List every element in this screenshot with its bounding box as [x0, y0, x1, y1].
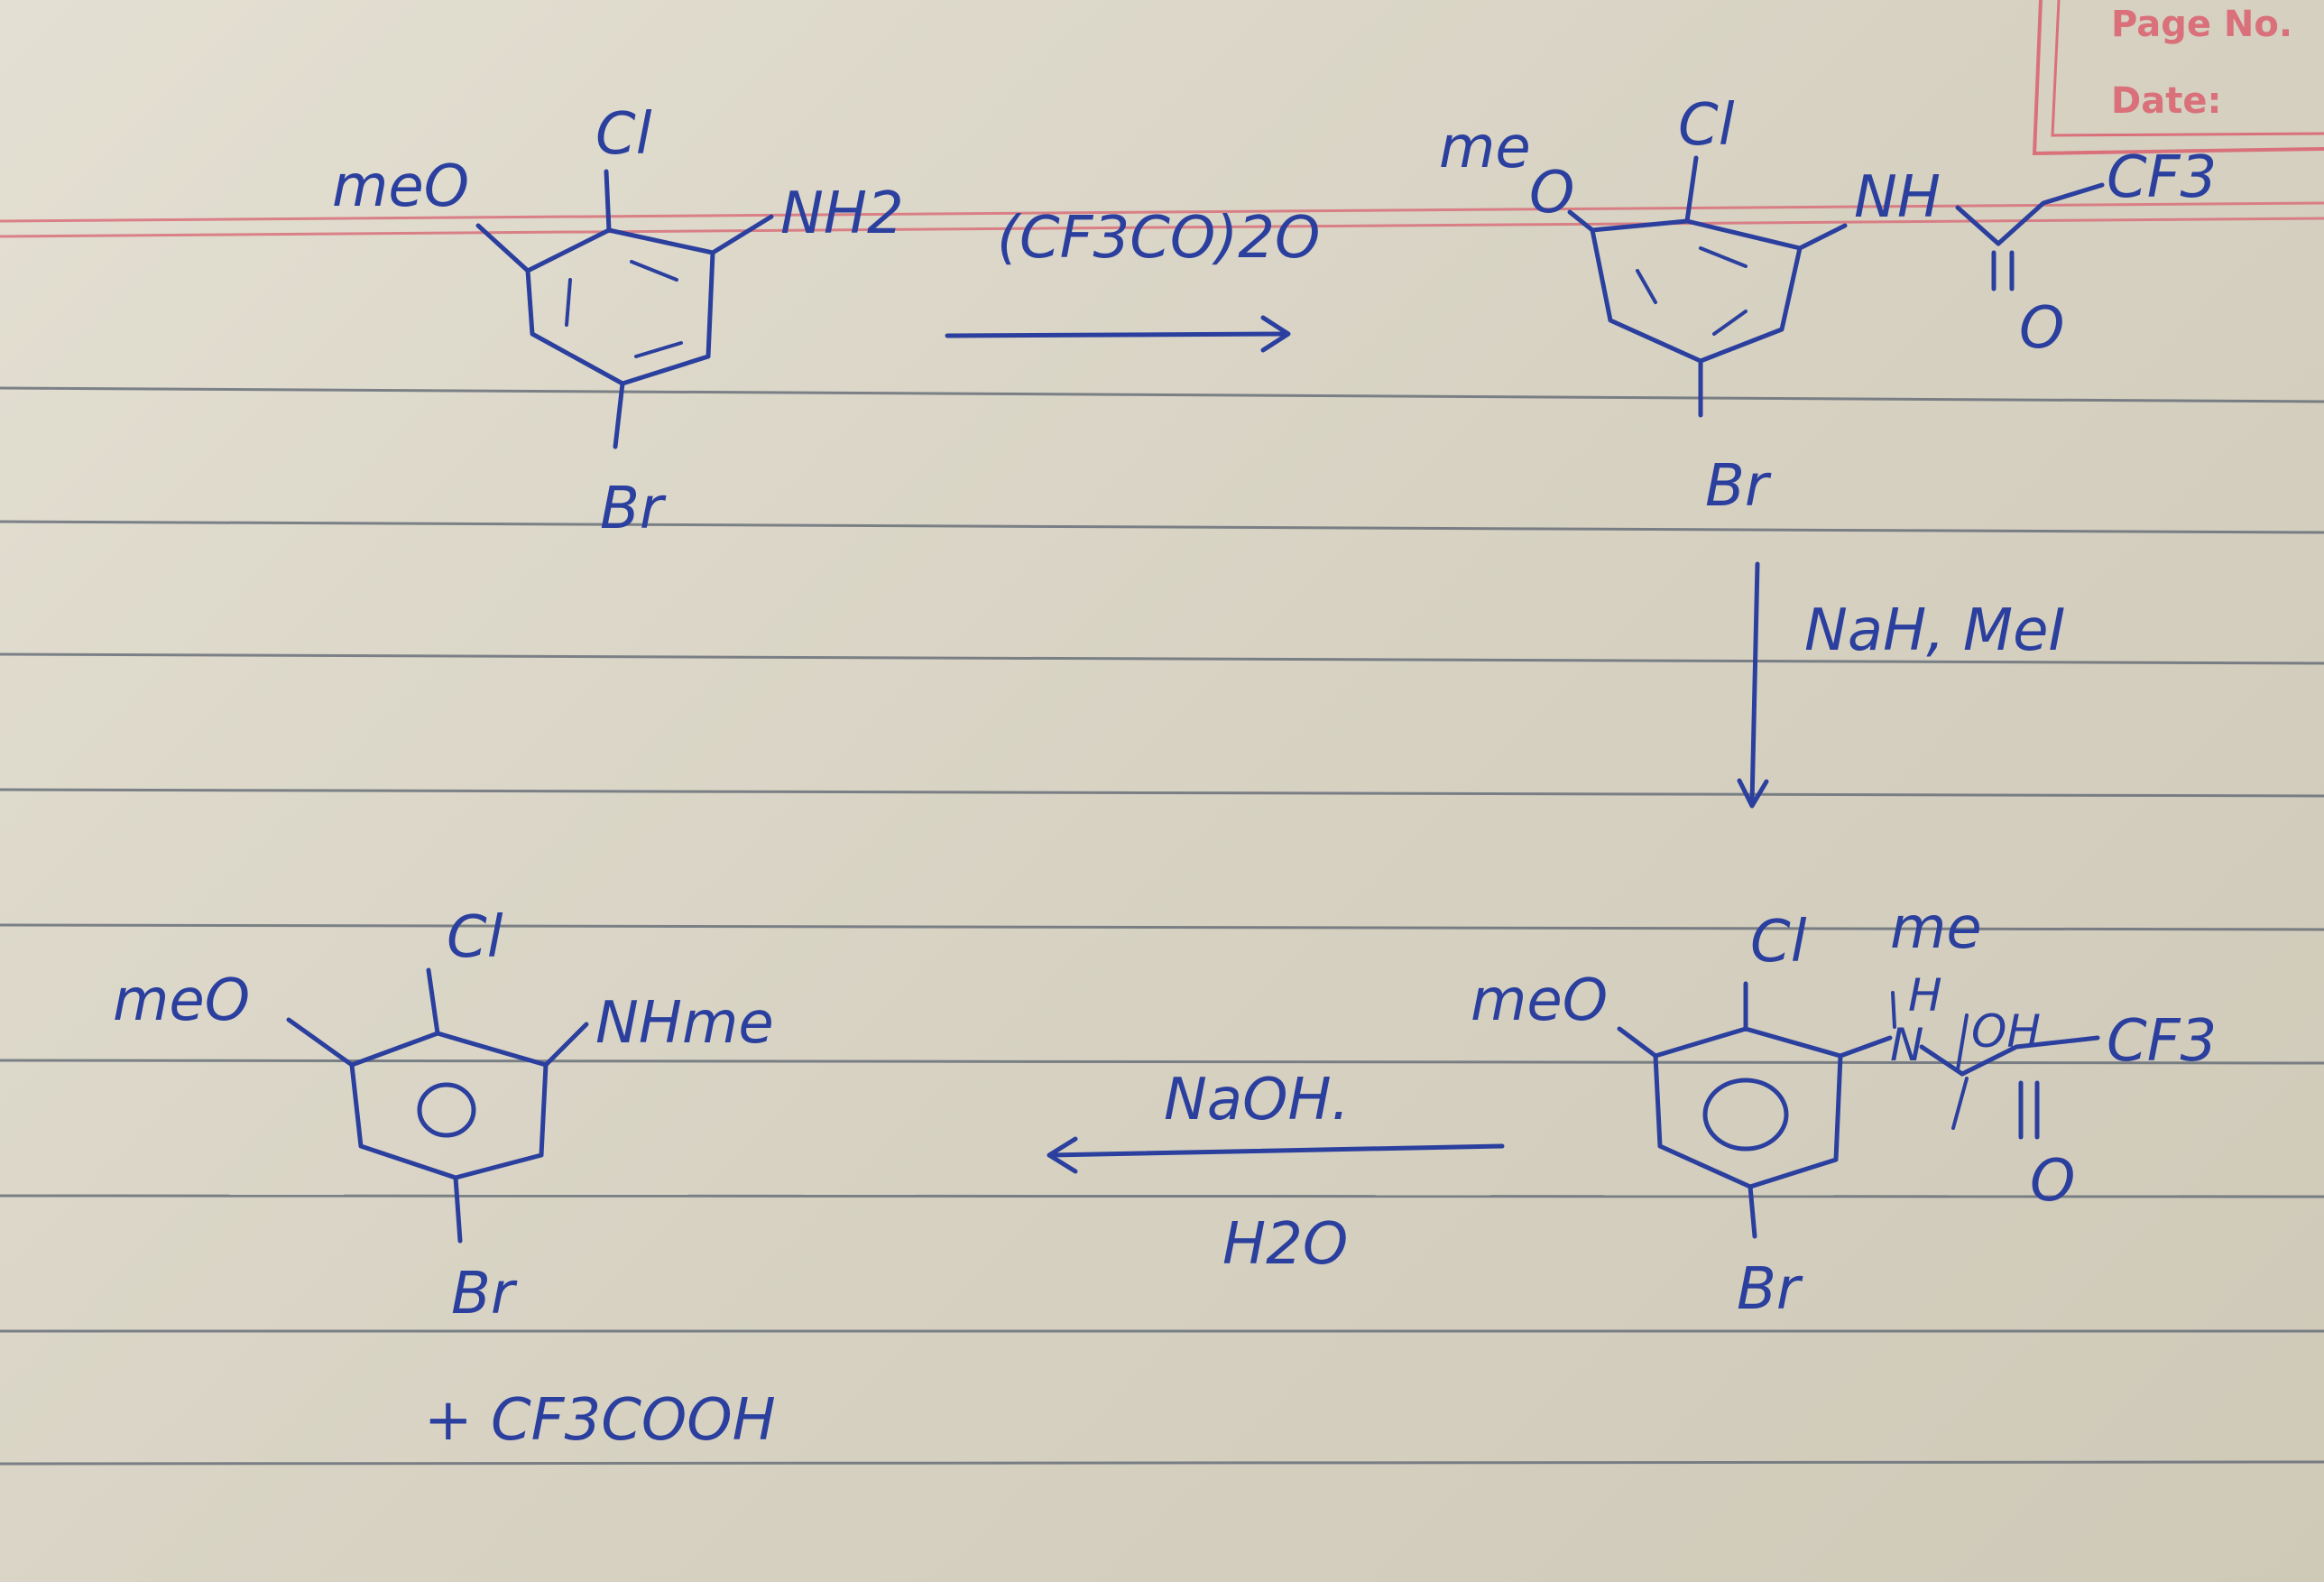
label-cf3: CF3 [2107, 144, 2217, 211]
molecule-n-methylaniline-product: meO Cl NHme Br + CF3COOH [113, 904, 776, 1454]
aromatic-circle [1702, 1078, 1789, 1152]
label-br: Br [1737, 1256, 1803, 1323]
label-br: Br [1705, 453, 1772, 520]
n-h-bond [1891, 991, 1896, 1029]
amide-bond-n-c [1955, 205, 2001, 246]
bond-to-br [1748, 1184, 1757, 1239]
reagent-step-2: NaH, MeI [1804, 597, 2065, 664]
molecule-trifluoroacetamide: me O Cl NH CF3 O Br [1439, 92, 2217, 520]
label-br: Br [600, 476, 667, 542]
ring-double-bond [634, 341, 683, 358]
label-ome: meO [113, 967, 250, 1034]
label-carbonyl-o: O [2019, 295, 2064, 362]
reagent-step-3-bottom: H2O [1222, 1211, 1348, 1278]
bond-to-n [1838, 1035, 1893, 1059]
aromatic-circle [417, 1082, 476, 1138]
label-ome: meO [332, 153, 469, 220]
bond-to-br [613, 381, 625, 449]
label-nhme: NHme [595, 990, 774, 1057]
label-cl: Cl [447, 904, 503, 971]
bond-to-br [453, 1175, 463, 1244]
ring-double-bond [630, 260, 678, 282]
bond-to-ome [475, 223, 530, 273]
benzene-ring [1590, 218, 1803, 364]
ring-double-bond [1699, 246, 1748, 268]
bond-to-cl [1684, 155, 1699, 224]
benzene-ring [349, 1031, 549, 1180]
c-oh-bond [1956, 1013, 1969, 1071]
label-me: me [1439, 115, 1531, 181]
reagent-step-3-top: NaOH. [1164, 1067, 1350, 1133]
label-oh: OH [1971, 1005, 2041, 1058]
benzene-ring [1653, 1026, 1843, 1189]
label-cl: Cl [1678, 92, 1735, 159]
c-me-bond [1951, 1077, 1969, 1130]
step-1-arrow: (CF3CO)2O [945, 205, 1320, 353]
bond-to-nh2 [710, 214, 774, 255]
ring-double-bond [1712, 310, 1748, 336]
step-3-arrow: NaOH. H2O [1047, 1067, 1505, 1278]
label-nh: NH [1854, 164, 1941, 231]
label-nh2: NH2 [780, 180, 904, 247]
label-methoxy-o: O [1529, 160, 1574, 227]
page-number-label: Page No. [2111, 4, 2292, 45]
ring-double-bond [1636, 269, 1657, 304]
label-cf3: CF3 [2107, 1008, 2217, 1075]
bond-to-cl [426, 967, 440, 1036]
bond-to-ome [1617, 1026, 1658, 1059]
bond-to-cl [604, 169, 612, 233]
amide-bond-c-cf3 [1996, 182, 2105, 246]
bond-to-nh [1797, 223, 1848, 251]
label-cl: Cl [1750, 909, 1807, 976]
benzene-ring [525, 227, 715, 386]
byproduct-label: + CF3COOH [424, 1387, 776, 1454]
n-c-bond [1919, 1044, 1965, 1077]
label-cl: Cl [595, 101, 652, 168]
label-me: me [1890, 895, 1982, 962]
molecule-starting-aniline: meO Cl NH2 Br [332, 101, 904, 542]
reagent-step-1: (CF3CO)2O [997, 205, 1320, 272]
molecule-n-methyl-intermediate: meO Cl me H N OH CF3 O Br [1471, 895, 2217, 1323]
ring-double-bond [565, 278, 572, 327]
step-2-arrow: NaH, MeI [1737, 561, 2065, 809]
label-n: N [1890, 1019, 1923, 1071]
bond-to-methoxy-o [1567, 209, 1595, 233]
bond-to-nhme [543, 1022, 589, 1068]
label-br: Br [451, 1261, 518, 1328]
header-margin-lines [0, 201, 2324, 238]
label-carbonyl-o: O [2030, 1148, 2075, 1215]
c-cf3-bond [1960, 1035, 2100, 1077]
page-date-stamp: Page No. Date: [2032, 0, 2324, 156]
bond-to-ome [286, 1017, 355, 1068]
label-h: H [1908, 969, 1942, 1022]
ruled-lines [0, 386, 2324, 1466]
label-ome: meO [1471, 967, 1608, 1034]
date-label: Date: [2111, 80, 2221, 122]
